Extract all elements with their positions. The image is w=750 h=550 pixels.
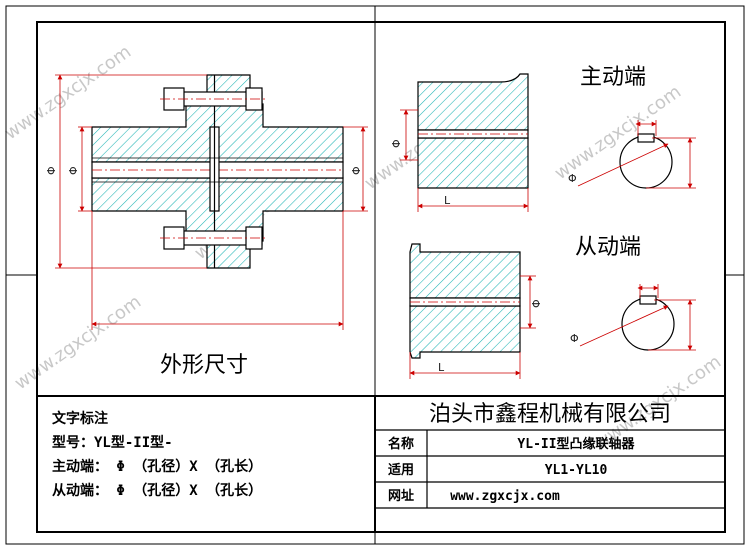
- titleblock-url-value: www.zgxcjx.com: [450, 489, 560, 504]
- marking-title: 文字标注: [52, 410, 108, 427]
- driving-end-section: [417, 73, 529, 189]
- watermark-text: www.zgxcjx.com: [11, 291, 145, 394]
- titleblock-url-label: 网址: [388, 488, 414, 504]
- marking-driving: 主动端： Φ （孔径）X （孔长）: [52, 458, 262, 475]
- driven-end-dimensions: [409, 275, 536, 379]
- dim-outer-diameter: Φ: [45, 166, 58, 175]
- titleblock-name-value: YL-II型凸缘联轴器: [517, 436, 635, 452]
- marking-block: 文字标注 型号：YL型-II型- 主动端： Φ （孔径）X （孔长） 从动端： …: [52, 410, 262, 499]
- driving-end-dimensions: [400, 109, 529, 212]
- outline-dimensions-label: 外形尺寸: [160, 353, 248, 378]
- dim-right-diameter: Φ: [350, 166, 363, 175]
- coupling-assembly-view: [91, 74, 344, 269]
- driving-circle-dia: Φ: [568, 172, 577, 185]
- company-name: 泊头市鑫程机械有限公司: [429, 402, 671, 427]
- titleblock-apply-label: 适用: [388, 462, 414, 478]
- titleblock-apply-value: YL1-YL10: [545, 463, 608, 478]
- driven-end-label: 从动端: [575, 235, 641, 260]
- driven-circle-dia: Φ: [570, 332, 579, 345]
- driving-length-label: L: [444, 194, 451, 207]
- driving-bore-dia: Φ: [390, 139, 403, 148]
- driving-end-keyway-view: [619, 133, 673, 189]
- inner-frame: [36, 21, 726, 533]
- driven-bore-dia: Φ: [530, 299, 543, 308]
- marking-driven: 从动端： Φ （孔径）X （孔长）: [52, 482, 262, 499]
- titleblock-name-label: 名称: [388, 436, 414, 452]
- driven-end-circle-dims: [579, 284, 696, 351]
- coupling-dimensions: [55, 74, 368, 330]
- driving-end-circle-dims: [577, 120, 696, 189]
- marking-model: 型号：YL型-II型-: [52, 434, 173, 451]
- driven-end-section: [409, 243, 521, 359]
- title-block: [375, 429, 725, 509]
- frame-ticks: [6, 6, 744, 544]
- dim-hub-diameter: Φ: [67, 166, 80, 175]
- driven-length-label: L: [438, 361, 445, 374]
- driving-end-label: 主动端: [580, 65, 646, 90]
